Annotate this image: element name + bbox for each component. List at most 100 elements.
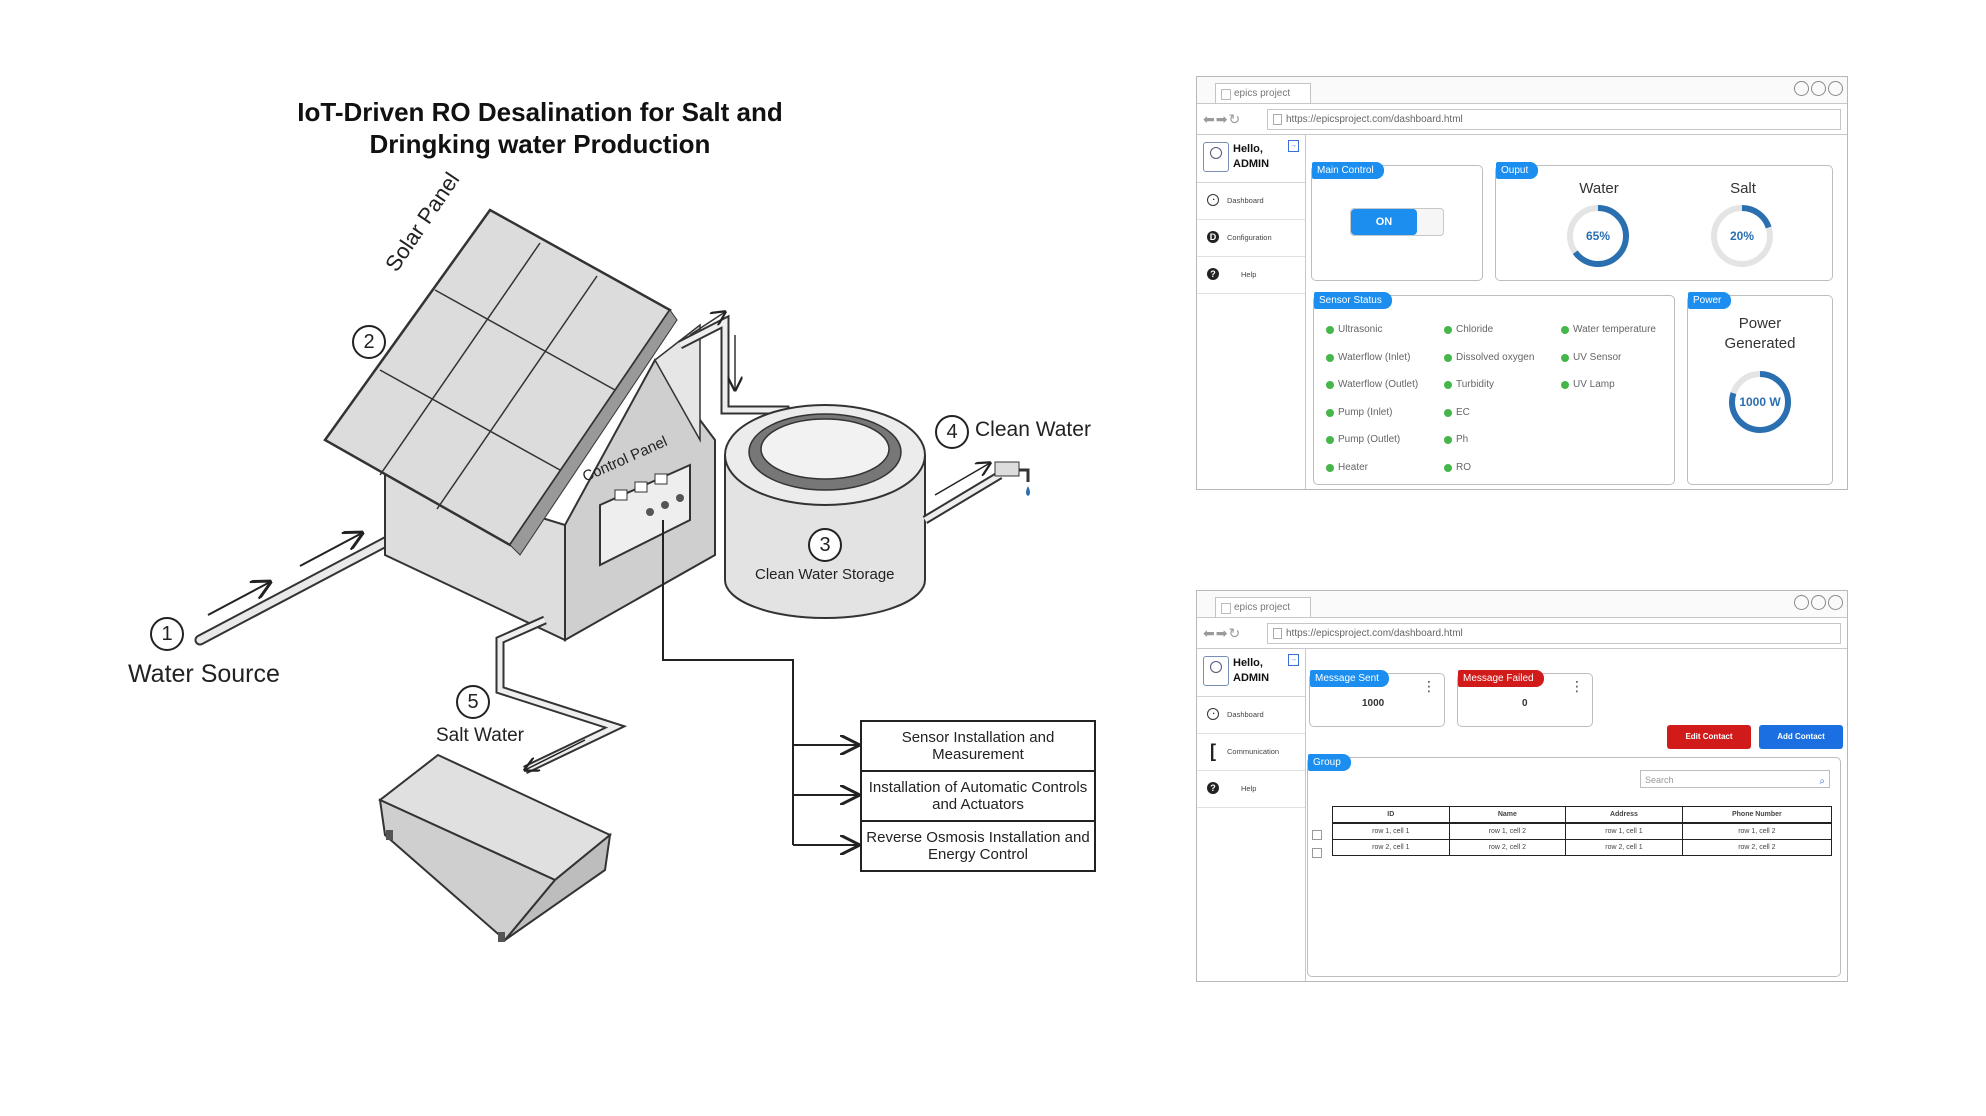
user-profile: Hello, ADMIN → [1197, 134, 1305, 183]
window-control-icon[interactable] [1811, 595, 1826, 610]
sidebar-item-dashboard[interactable]: ◔ Dashboard [1197, 183, 1305, 220]
sensor-status-item: Chloride [1444, 324, 1493, 335]
row-checkbox[interactable] [1312, 830, 1322, 840]
step-box-automatic-controls: Installation of Automatic Controls and A… [860, 770, 1096, 822]
diagram-title: IoT-Driven RO Desalination for Salt and … [230, 96, 850, 160]
window-control-icon[interactable] [1794, 81, 1809, 96]
avatar-icon [1203, 142, 1229, 172]
sidebar-item-label: Dashboard [1227, 196, 1264, 205]
sidebar-item-dashboard[interactable]: ◔ Dashboard [1197, 697, 1305, 734]
sensor-status-item: Ultrasonic [1326, 324, 1382, 335]
greeting-user: ADMIN [1233, 158, 1270, 170]
salt-water-pipe [495, 615, 628, 775]
nav-arrows-icon[interactable]: ⬅➡↻ [1203, 111, 1242, 127]
sensor-status-item: Turbidity [1444, 379, 1494, 390]
address-bar: ⬅➡↻ https://epicsproject.com/dashboard.h… [1197, 618, 1847, 649]
sensor-status-item: EC [1444, 407, 1470, 418]
sensor-status-item: Pump (Inlet) [1326, 407, 1392, 418]
table-cell: row 2, cell 1 [1565, 839, 1683, 856]
power-generated-label: Power Generated [1724, 315, 1796, 352]
sensor-status-item: Pump (Outlet) [1326, 434, 1400, 445]
toggle-on-label: ON [1351, 209, 1417, 235]
row-checkbox[interactable] [1312, 848, 1322, 858]
logout-icon[interactable]: → [1288, 654, 1299, 666]
greeting-hello: Hello, [1233, 143, 1263, 155]
power-toggle[interactable]: ON [1350, 208, 1444, 236]
search-input[interactable]: Search ⌕ [1640, 770, 1830, 788]
table-column-header[interactable]: ID [1332, 806, 1450, 824]
sidebar-item-help[interactable]: ? Help [1197, 771, 1305, 808]
diagram-title-line-2: Dringking water Production [369, 129, 711, 159]
message-failed-card: Message Failed ⋮ 0 [1457, 670, 1593, 727]
step-number-1: 1 [150, 617, 184, 651]
table-cell: row 2, cell 2 [1681, 839, 1833, 856]
salt-collection-tray [378, 753, 612, 942]
url-field[interactable]: https://epicsproject.com/dashboard.html [1267, 109, 1841, 130]
communication-window: epics project ⬅➡↻ https://epicsproject.c… [1196, 590, 1848, 982]
message-sent-title: Message Sent [1310, 670, 1389, 687]
message-sent-value: 1000 [1362, 698, 1385, 709]
salt-gauge: 20% [1710, 204, 1774, 268]
sidebar-item-label: Dashboard [1227, 710, 1264, 719]
window-control-icon[interactable] [1828, 595, 1843, 610]
browser-tab[interactable]: epics project [1215, 597, 1311, 617]
sensor-status-item: Ph [1444, 434, 1468, 445]
output-panel: Ouput Water 65% Salt 20% [1495, 162, 1833, 281]
search-icon[interactable]: ⌕ [1819, 776, 1825, 787]
add-contact-button[interactable]: Add Contact [1759, 725, 1843, 749]
salt-gauge-value: 20% [1729, 229, 1755, 243]
browser-tab[interactable]: epics project [1215, 83, 1311, 103]
address-bar: ⬅➡↻ https://epicsproject.com/dashboard.h… [1197, 104, 1847, 135]
message-failed-value: 0 [1522, 698, 1528, 709]
control-connector-lines [662, 520, 858, 845]
logout-icon[interactable]: → [1288, 140, 1299, 152]
table-cell: row 1, cell 1 [1565, 822, 1683, 840]
edit-contact-button[interactable]: Edit Contact [1667, 725, 1751, 749]
url-field[interactable]: https://epicsproject.com/dashboard.html [1267, 623, 1841, 644]
avatar-icon [1203, 656, 1229, 686]
power-gauge-value: 1000 W [1739, 395, 1781, 409]
search-placeholder: Search [1645, 775, 1674, 785]
greeting: Hello, ADMIN [1233, 142, 1269, 172]
dashboard-gauge-icon: ◔ [1207, 194, 1219, 206]
output-title: Ouput [1496, 162, 1539, 179]
nav-arrows-icon[interactable]: ⬅➡↻ [1203, 625, 1242, 641]
window-control-icon[interactable] [1794, 595, 1809, 610]
message-sent-card: Message Sent ⋮ 1000 [1309, 670, 1445, 727]
main-control-panel: Main Control ON [1311, 162, 1483, 281]
sidebar-item-help[interactable]: ? Help [1197, 257, 1305, 294]
table-column-header[interactable]: Address [1565, 806, 1683, 824]
diagram-title-line-1: IoT-Driven RO Desalination for Salt and [297, 97, 783, 127]
sidebar-item-configuration[interactable]: D Configuration [1197, 220, 1305, 257]
sidebar-item-communication[interactable]: [ Communication [1197, 734, 1305, 771]
salt-water-label: Salt Water [436, 725, 524, 746]
water-gauge-value: 65% [1585, 229, 1611, 243]
step-number-3: 3 [808, 528, 842, 562]
window-control-icon[interactable] [1828, 81, 1843, 96]
table-column-header[interactable]: Phone Number [1681, 806, 1833, 824]
sensor-status-item: UV Sensor [1561, 352, 1621, 363]
solar-panel-array [323, 208, 678, 556]
more-options-icon[interactable]: ⋮ [1422, 678, 1436, 694]
sidebar: Hello, ADMIN → ◔ Dashboard D Configurati… [1197, 134, 1306, 489]
window-control-icon[interactable] [1811, 81, 1826, 96]
sensor-status-item: Waterflow (Outlet) [1326, 379, 1418, 390]
sensor-status-item: Heater [1326, 462, 1368, 473]
sidebar-item-label: Help [1241, 270, 1257, 279]
configuration-icon: D [1207, 231, 1219, 243]
step-number-4: 4 [935, 415, 969, 449]
water-gauge-label: Water [1579, 180, 1619, 197]
sidebar-item-label: Configuration [1227, 233, 1272, 242]
sensor-status-item: RO [1444, 462, 1471, 473]
more-options-icon[interactable]: ⋮ [1570, 678, 1584, 694]
table-column-header[interactable]: Name [1448, 806, 1567, 824]
desalination-diagram: IoT-Driven RO Desalination for Salt and … [128, 96, 1096, 942]
greeting-user: ADMIN [1233, 672, 1270, 684]
clean-water-faucet [922, 462, 1030, 524]
water-gauge: 65% [1566, 204, 1630, 268]
